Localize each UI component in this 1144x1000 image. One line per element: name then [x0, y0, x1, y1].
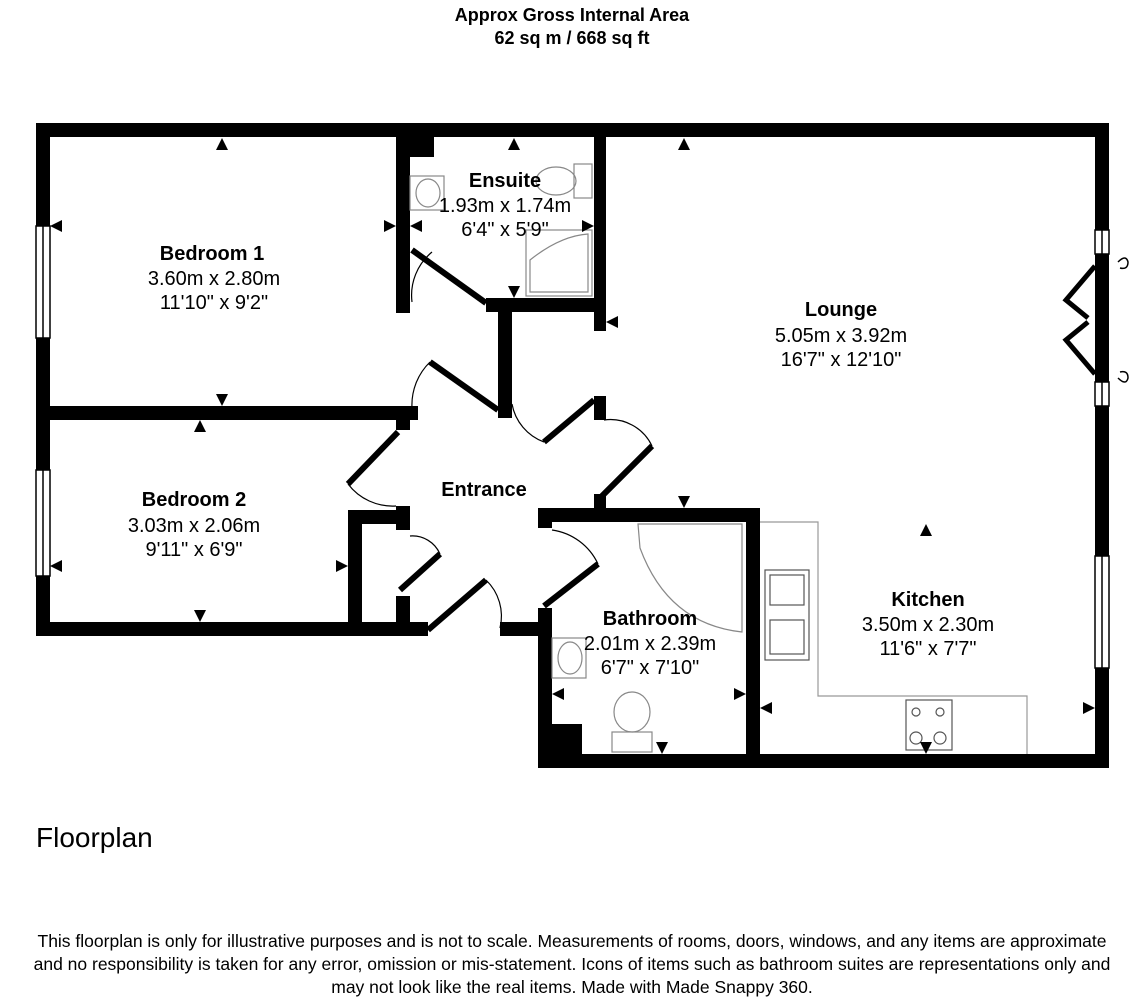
bathroom-name: Bathroom [603, 608, 697, 630]
kitchen-name: Kitchen [891, 589, 964, 611]
lounge-metric: 5.05m x 3.92m [775, 325, 907, 347]
lounge-name: Lounge [805, 299, 877, 321]
kitchen-metric: 3.50m x 2.30m [862, 614, 994, 636]
disclaimer-line-3: may not look like the real items. Made w… [331, 977, 813, 997]
floorplan-label: Floorplan [36, 822, 153, 853]
kitchen-imperial: 11'6" x 7'7" [879, 638, 976, 660]
walls [36, 123, 1109, 768]
bedroom1-name: Bedroom 1 [160, 243, 264, 265]
disclaimer-line-1: This floorplan is only for illustrative … [37, 931, 1107, 951]
dimension-arrows [50, 138, 1095, 754]
sanitary-fixtures [409, 163, 743, 753]
bedroom2-metric: 3.03m x 2.06m [128, 515, 260, 537]
bedroom1-imperial: 11'10" x 9'2" [160, 292, 268, 314]
bedroom2-imperial: 9'11" x 6'9" [145, 539, 242, 561]
doors [345, 247, 1129, 633]
bedroom2-name: Bedroom 2 [142, 489, 246, 511]
disclaimer: This floorplan is only for illustrative … [0, 930, 1144, 999]
ensuite-name: Ensuite [469, 170, 541, 192]
bathroom-imperial: 6'7" x 7'10" [601, 657, 700, 679]
entrance-name: Entrance [441, 479, 527, 501]
kitchen-units [760, 521, 1028, 754]
bathroom-metric: 2.01m x 2.39m [584, 633, 716, 655]
room-labels: Bedroom 1 3.60m x 2.80m 11'10" x 9'2" En… [128, 170, 994, 679]
ensuite-metric: 1.93m x 1.74m [439, 195, 571, 217]
gross-area-title: Approx Gross Internal Area [454, 5, 690, 25]
gross-area-value: 62 sq m / 668 sq ft [494, 28, 650, 48]
windows [35, 225, 1110, 669]
floorplan-drawing: Bedroom 1 3.60m x 2.80m 11'10" x 9'2" En… [35, 123, 1129, 768]
ensuite-imperial: 6'4" x 5'9" [461, 219, 548, 241]
disclaimer-line-2: and no responsibility is taken for any e… [33, 954, 1111, 974]
lounge-imperial: 16'7" x 12'10" [781, 349, 902, 371]
bedroom1-metric: 3.60m x 2.80m [148, 268, 280, 290]
